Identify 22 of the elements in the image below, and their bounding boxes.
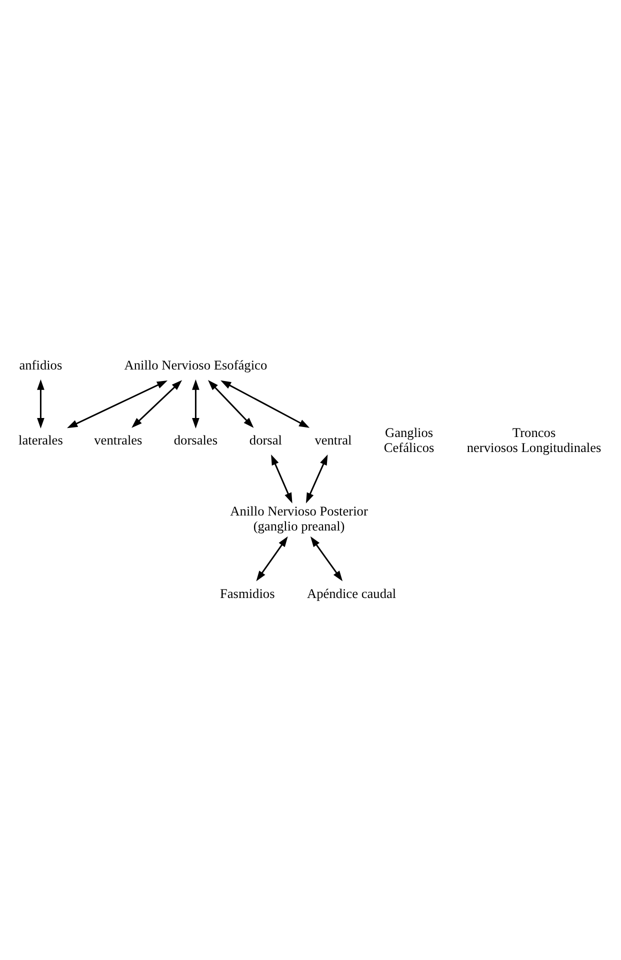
node-text: dorsales: [174, 432, 218, 447]
node-text: Anillo Nervioso Posterior (ganglio preanal): [230, 502, 368, 533]
arrow: [271, 454, 292, 503]
node-text: ventral: [314, 432, 352, 447]
arrow: [220, 380, 310, 428]
label: Troncos nerviosos Longitudinales: [466, 424, 602, 454]
node-text: laterales: [18, 432, 63, 447]
arrow: [306, 454, 328, 503]
node-text: Fasmidios: [220, 585, 275, 600]
arrow: [310, 536, 343, 581]
node-text: ventrales: [94, 432, 142, 447]
arrow: [208, 380, 254, 428]
node-text: dorsal: [249, 432, 282, 447]
arrow: [37, 378, 44, 428]
arrow: [192, 378, 200, 428]
node-text: Apéndice caudal: [306, 585, 396, 600]
arrow: [67, 380, 168, 428]
node-text: Anillo Nervioso Esofágico: [124, 357, 268, 372]
arrow: [132, 380, 182, 428]
label: Ganglios Cefálicos: [384, 424, 434, 454]
arrow: [256, 536, 288, 581]
node-text: anfidios: [19, 357, 62, 372]
